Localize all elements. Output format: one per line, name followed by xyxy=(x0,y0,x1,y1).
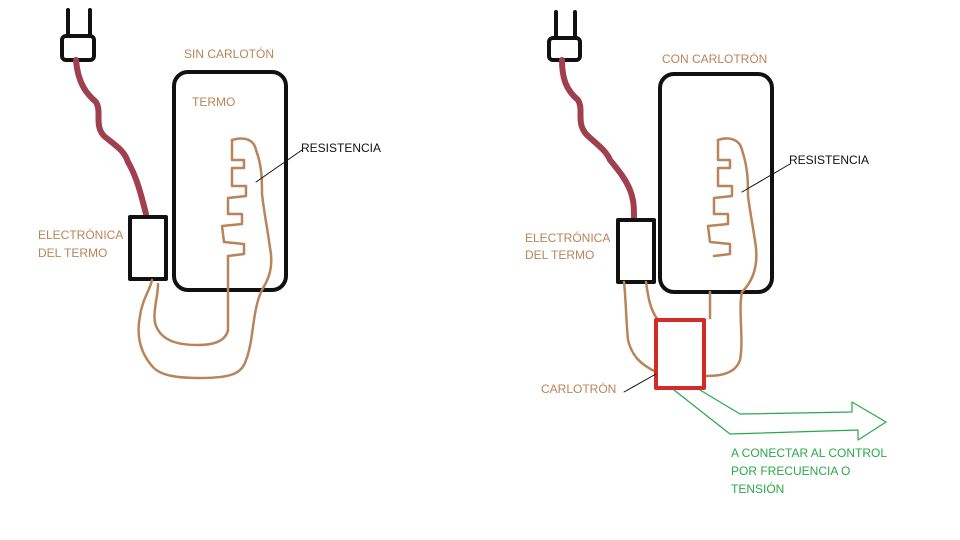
right-resistance-pointer xyxy=(741,163,791,193)
right-electronics-label-line2: DEL TERMO xyxy=(525,248,595,262)
right-diagram xyxy=(547,10,887,441)
right-resistance-zigzag xyxy=(706,138,734,258)
left-heater-label: TERMO xyxy=(192,95,236,109)
right-control-arrow-icon xyxy=(673,389,887,441)
right-wire-electronics-device xyxy=(622,280,660,374)
left-diagram xyxy=(60,8,303,380)
left-heater-tank xyxy=(172,70,288,292)
right-arrow-label-line2: POR FRECUENCIA O xyxy=(731,464,851,478)
right-power-cord xyxy=(559,57,637,221)
right-title: CON CARLOTRÓN xyxy=(662,52,768,66)
right-carlotron-pointer xyxy=(623,373,657,393)
left-power-cord xyxy=(73,57,149,217)
left-plug-icon xyxy=(60,8,96,62)
right-plug-icon xyxy=(547,10,582,62)
right-heater-tank xyxy=(658,72,774,294)
right-arrow-label-line1: A CONECTAR AL CONTROL xyxy=(731,446,888,460)
left-return-wire xyxy=(153,254,230,347)
left-electronics-label-line2: DEL TERMO xyxy=(38,246,108,260)
left-resistance-zigzag xyxy=(220,138,248,258)
right-resistance-coil xyxy=(704,137,758,378)
left-resistance-pointer xyxy=(255,149,303,183)
right-electronics-label-line1: ELECTRÓNICA xyxy=(525,231,611,245)
right-carlotron-box xyxy=(654,318,706,390)
left-resistance-label: RESISTENCIA xyxy=(301,141,382,155)
right-resistance-label: RESISTENCIA xyxy=(789,153,870,167)
right-carlotron-label: CARLOTRÓN xyxy=(541,382,617,396)
left-electronics-label-line1: ELECTRÓNICA xyxy=(38,228,124,242)
left-title: SIN CARLOTÓN xyxy=(184,47,275,61)
right-arrow-label-line3: TENSIÓN xyxy=(731,482,785,496)
left-resistance-coil xyxy=(137,137,273,380)
right-electronics-box xyxy=(616,218,656,284)
left-electronics-box xyxy=(128,215,168,281)
